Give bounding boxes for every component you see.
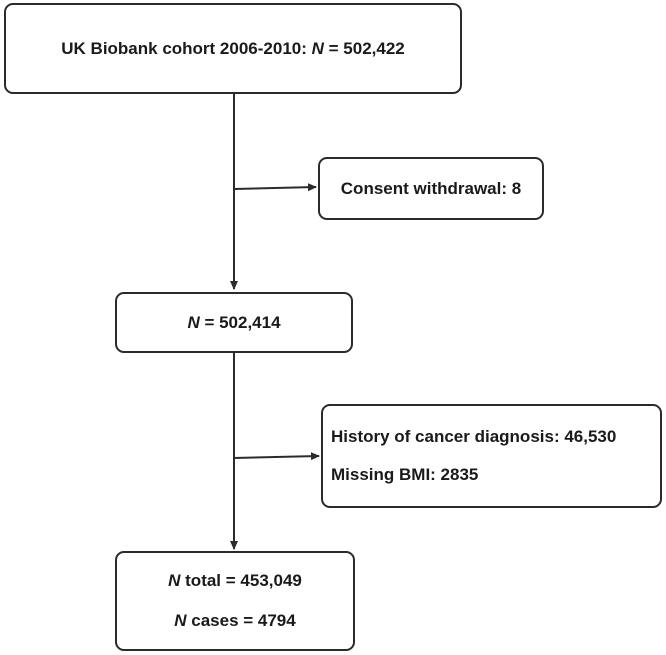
- final-cases-label: N cases = 4794: [174, 611, 296, 630]
- final-total-label: N total = 453,049: [168, 571, 302, 590]
- consent-withdrawal-label: Consent withdrawal: 8: [340, 178, 522, 198]
- consent-withdrawal-box: Consent withdrawal: 8: [318, 157, 544, 220]
- exclusion-cancer-history: History of cancer diagnosis: 46,530: [331, 427, 617, 446]
- after-consent-box: N = 502,414: [115, 292, 353, 353]
- cohort-label: UK Biobank cohort 2006-2010: N = 502,422: [61, 38, 405, 58]
- connector-to-consent-withdrawal: [233, 183, 317, 192]
- cohort-box: UK Biobank cohort 2006-2010: N = 502,422: [4, 3, 462, 94]
- after-consent-label: N = 502,414: [187, 312, 281, 332]
- exclusions-box: History of cancer diagnosis: 46,530 Miss…: [321, 404, 662, 508]
- final-sample-box: N total = 453,049 N cases = 4794: [115, 551, 355, 651]
- connector-to-exclusions: [233, 452, 320, 461]
- exclusion-missing-bmi: Missing BMI: 2835: [331, 465, 479, 484]
